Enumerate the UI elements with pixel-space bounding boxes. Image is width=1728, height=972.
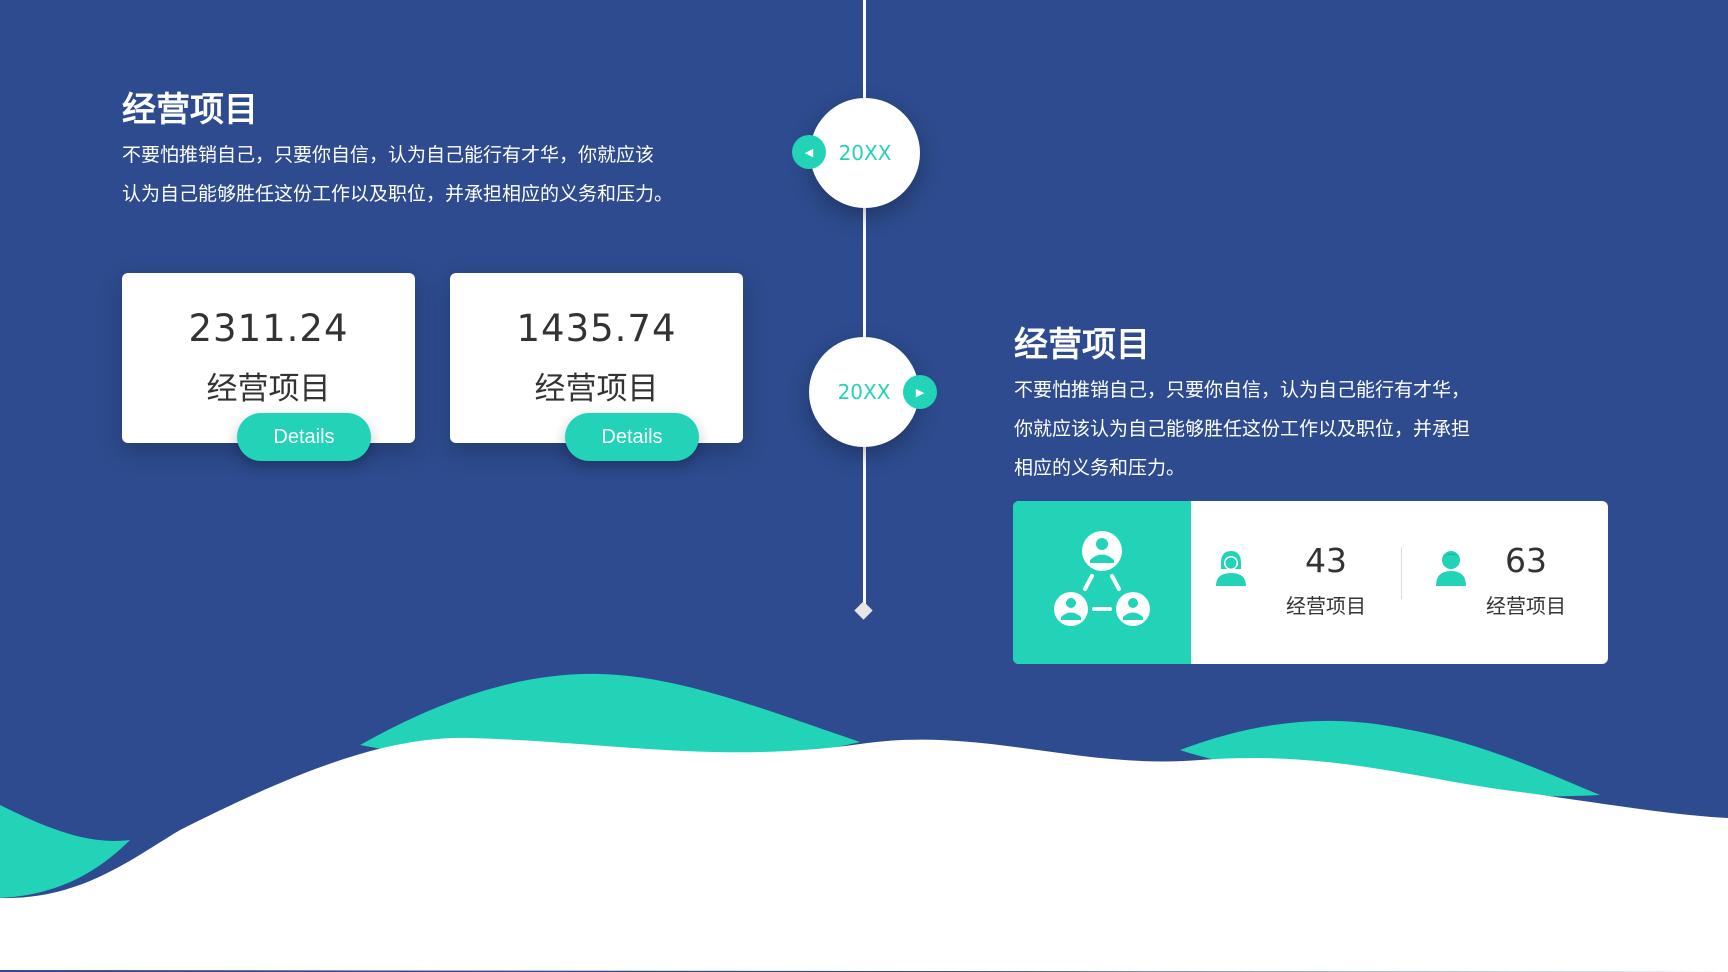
- desc-line: 不要怕推销自己，只要你自信，认为自己能行有才华，: [1014, 379, 1471, 401]
- timeline-line: [863, 0, 866, 608]
- white-wave: [0, 737, 1728, 972]
- timeline-year-2[interactable]: 20XX: [809, 337, 919, 447]
- arrow-left-icon[interactable]: ◀: [792, 135, 826, 169]
- desc-line: 相应的义务和压力。: [1014, 457, 1186, 479]
- stat-card-1: 2311.24 经营项目 Details: [122, 273, 415, 461]
- right-section-title: 经营项目: [1014, 325, 1150, 365]
- details-button[interactable]: Details: [237, 413, 371, 461]
- metric-label: 经营项目: [1486, 594, 1566, 618]
- desc-line: 认为自己能够胜任这份工作以及职位，并承担相应的义务和压力。: [122, 183, 674, 205]
- left-section-description: 不要怕推销自己，只要你自信，认为自己能行有才华，你就应该 认为自己能够胜任这份工…: [122, 136, 762, 214]
- arrow-right-icon[interactable]: ▶: [903, 375, 937, 409]
- metric-value: 63: [1505, 541, 1547, 580]
- team-network-icon: [1054, 531, 1150, 626]
- desc-line: 不要怕推销自己，只要你自信，认为自己能行有才华，你就应该: [122, 144, 655, 166]
- stat-label: 经营项目: [206, 371, 331, 407]
- right-section-description: 不要怕推销自己，只要你自信，认为自己能行有才华， 你就应该认为自己能够胜任这份工…: [1014, 371, 1554, 488]
- stat-label: 经营项目: [534, 371, 659, 407]
- female-user-icon: [1216, 551, 1246, 586]
- info-card-icon-panel: [1013, 501, 1191, 664]
- teal-wave-left: [0, 805, 130, 898]
- timeline-year-1[interactable]: 20XX: [810, 98, 920, 208]
- stat-value: 2311.24: [188, 307, 349, 350]
- metric-divider: [1401, 547, 1402, 599]
- desc-line: 你就应该认为自己能够胜任这份工作以及职位，并承担: [1014, 418, 1471, 440]
- details-button[interactable]: Details: [565, 413, 699, 461]
- metric-value: 43: [1305, 541, 1347, 580]
- teal-wave-right: [1180, 720, 1600, 797]
- stat-card-2: 1435.74 经营项目 Details: [450, 273, 743, 461]
- metric-label: 经营项目: [1286, 594, 1366, 618]
- stat-value: 1435.74: [516, 307, 677, 350]
- left-section-title: 经营项目: [122, 90, 258, 130]
- male-user-icon: [1436, 551, 1466, 586]
- info-card: 43 经营项目 63 经营项目: [1013, 501, 1608, 664]
